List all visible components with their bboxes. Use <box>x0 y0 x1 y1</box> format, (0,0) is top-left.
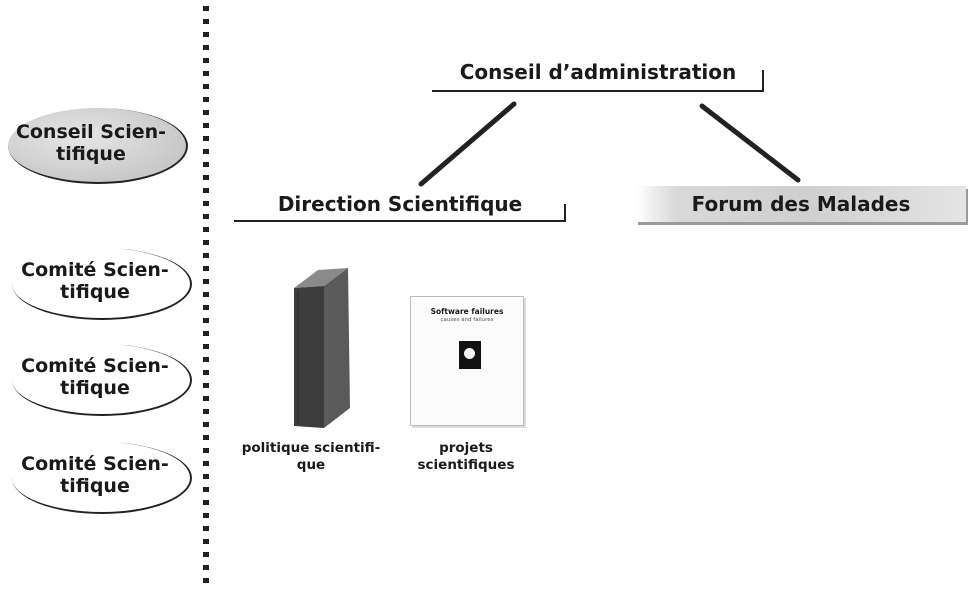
connector-left <box>418 101 517 187</box>
comite-scientifique-oval-2: Comité Scien- tifique <box>12 344 192 416</box>
comite-scientifique-oval-1: Comité Scien- tifique <box>12 248 192 320</box>
comite-scientifique-label-2: Comité Scien- tifique <box>21 355 169 399</box>
direction-scientifique-label: Direction Scientifique <box>277 192 523 216</box>
comite-scientifique-label-1: Comité Scien- tifique <box>21 259 169 303</box>
report-document-image: Software failures causes and failures <box>410 296 524 426</box>
direction-scientifique-tick <box>564 204 566 222</box>
report-cover-title: Software failures <box>430 307 504 316</box>
conseil-scientifique-oval: Conseil Scien- tifique <box>8 108 188 184</box>
vertical-divider <box>203 6 209 590</box>
conseil-administration-label: Conseil d’administration <box>459 60 737 84</box>
book-top <box>294 268 348 288</box>
connector-right <box>699 103 801 183</box>
conseil-administration-tick <box>762 70 764 92</box>
book-spine <box>294 286 324 428</box>
comite-scientifique-oval-3: Comité Scien- tifique <box>12 442 192 514</box>
comite-scientifique-label-3: Comité Scien- tifique <box>21 453 169 497</box>
book-icon <box>294 268 350 428</box>
forum-des-malades-node: Forum des Malades <box>636 186 966 222</box>
forum-des-malades-label: Forum des Malades <box>691 192 911 216</box>
book-caption: politique scientifi- que <box>241 440 381 473</box>
conseil-scientifique-label: Conseil Scien- tifique <box>15 121 167 165</box>
conseil-administration-node: Conseil d’administration <box>432 60 764 92</box>
report-cover-subtitle: causes and failures <box>440 317 494 323</box>
report-caption: projets scientifiques <box>417 440 515 473</box>
direction-scientifique-node: Direction Scientifique <box>234 190 566 222</box>
report-cover-picture <box>459 341 481 369</box>
book-cover <box>324 268 350 428</box>
